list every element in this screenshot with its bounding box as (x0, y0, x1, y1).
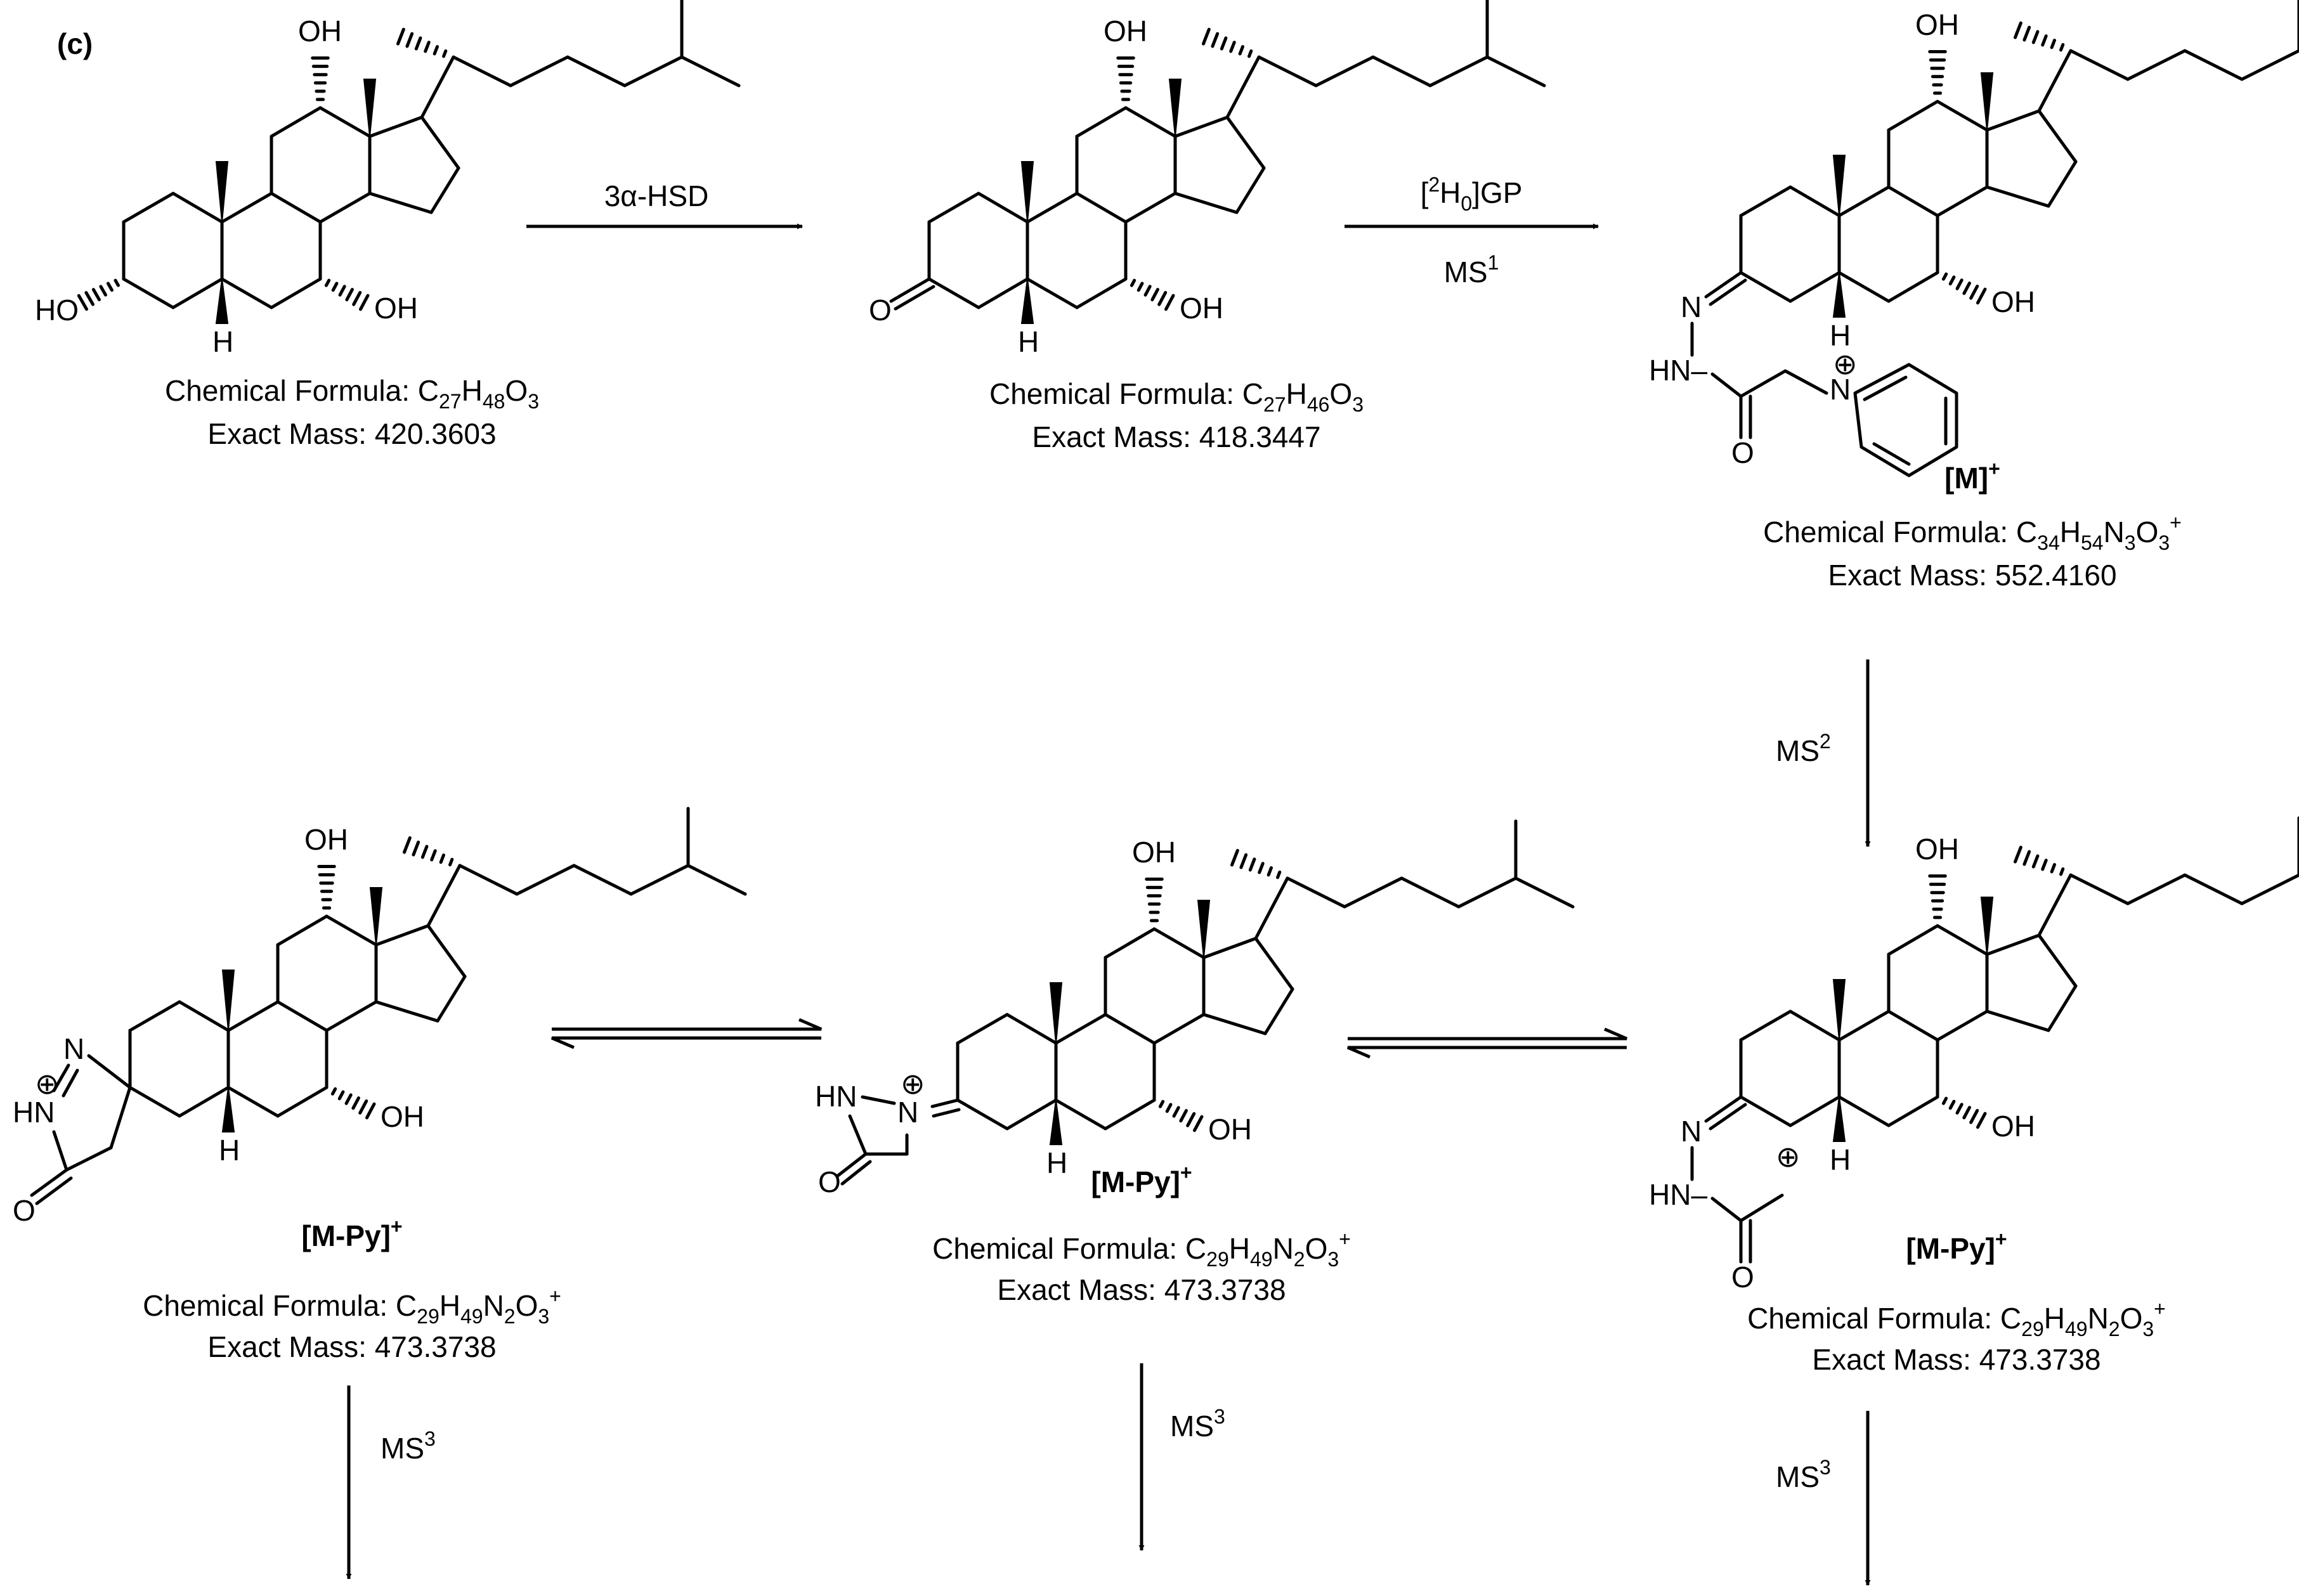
ion-label: [M-Py]+ (301, 1215, 402, 1252)
chemical-formula: Chemical Formula: C29H49N2O3+ (1747, 1297, 2166, 1340)
caption-compound-6: [M-Py]+ Chemical Formula: C29H49N2O3+Exac… (1747, 1228, 2166, 1376)
n-pyridinium: N (1830, 373, 1851, 406)
n-diazetidinone: N (897, 1096, 918, 1129)
h-5beta: H (1830, 319, 1851, 352)
arrow-3a-hsd-label: 3α-HSD (604, 179, 709, 212)
chemical-formula: Chemical Formula: C27H46O3 (989, 377, 1364, 416)
ion-label: [M-Py]+ (1091, 1161, 1192, 1198)
charge-plus: ⊕ (901, 1067, 925, 1100)
caption-compound-4: [M-Py]+ Chemical Formula: C29H49N2O3+Exac… (143, 1215, 561, 1363)
arrow-gp-label: [2H0]GP (1421, 173, 1523, 215)
arrow-ms3-right: MS3 (1776, 1411, 1871, 1586)
exact-mass: Exact Mass: 473.3738 (207, 1330, 496, 1363)
ion-label: [M-Py]+ (1906, 1228, 2007, 1265)
chemical-formula: Chemical Formula: C29H49N2O3+ (932, 1228, 1351, 1271)
oh-7alpha: OH (1991, 285, 2035, 318)
exact-mass: Exact Mass: 418.3447 (1032, 420, 1320, 453)
structure-6-acylium-hydrazone: H OH OH N HN– O ⊕ (1649, 816, 2299, 1294)
oh-12alpha: OH (304, 823, 348, 856)
exact-mass: Exact Mass: 473.3738 (997, 1273, 1286, 1306)
arrow-gp-derivatization: [2H0]GP MS1 (1345, 173, 1599, 289)
oh-7alpha: OH (381, 1100, 424, 1133)
oh-7alpha: OH (1208, 1113, 1252, 1146)
oh-12alpha: OH (1104, 15, 1147, 48)
oh-7alpha: OH (1991, 1110, 2035, 1143)
arrow-ms1-label: MS1 (1444, 251, 1499, 289)
exact-mass: Exact Mass: 473.3738 (1812, 1343, 2100, 1376)
svg-text:MS3: MS3 (381, 1427, 436, 1465)
arrow-3a-hsd: 3α-HSD (526, 179, 803, 230)
oh-12alpha: OH (1915, 8, 1959, 41)
o-ketone: O (869, 294, 892, 327)
n-imine: N (1681, 290, 1702, 323)
charge-plus: ⊕ (35, 1067, 60, 1100)
h-5beta: H (219, 1134, 240, 1167)
exact-mass: Exact Mass: 420.3603 (207, 417, 496, 450)
n-imine: N (1681, 1115, 1702, 1148)
equilibrium-arrow-1 (551, 1018, 822, 1049)
ion-label: [M]+ (1944, 457, 2000, 495)
h-5beta: H (212, 325, 233, 358)
hn-hydrazide: HN– (1649, 1178, 1707, 1211)
oh-7alpha: OH (374, 292, 418, 325)
ho-3alpha: HO (35, 294, 79, 327)
oh-12alpha: OH (1915, 833, 1959, 866)
caption-compound-5: [M-Py]+ Chemical Formula: C29H49N2O3+Exac… (932, 1161, 1351, 1306)
structure-4-spiro-pyrazolone: H OH OH NHN⊕ O (13, 807, 747, 1227)
chemical-formula: Chemical Formula: C27H48O3 (165, 374, 539, 413)
exact-mass: Exact Mass: 552.4160 (1828, 559, 2116, 592)
oh-12alpha: OH (298, 15, 342, 48)
chemical-formula: Chemical Formula: C29H49N2O3+ (143, 1285, 561, 1328)
h-5beta: H (1018, 325, 1039, 358)
oh-7alpha: OH (1180, 292, 1223, 325)
svg-text:MS3: MS3 (1170, 1405, 1225, 1443)
o-carbonyl: O (13, 1194, 36, 1227)
arrow-ms3-middle: MS3 (1138, 1363, 1225, 1551)
charge-plus: ⊕ (1776, 1140, 1801, 1173)
oh-12alpha: OH (1132, 836, 1176, 869)
chemical-formula: Chemical Formula: C34H54N3O3+ (1763, 511, 2182, 554)
hn-diazetidinone: HN (815, 1080, 857, 1113)
o-carbonyl: O (1731, 1261, 1754, 1294)
structure-1-cholestane-triol: H OH OH HO (35, 0, 741, 358)
h-5beta: H (1046, 1146, 1067, 1179)
svg-text:MS3: MS3 (1776, 1456, 1831, 1493)
arrow-ms3-left: MS3 (346, 1385, 436, 1580)
caption-compound-3: [M]+ Chemical Formula: C34H54N3O3+ Exact M… (1763, 457, 2182, 592)
n-pyrazoline: N (63, 1032, 84, 1065)
hn-pyrazoline: HN (13, 1096, 55, 1129)
o-carbonyl: O (818, 1165, 841, 1198)
arrow-ms2-label: MS2 (1776, 730, 1831, 767)
h-5beta: H (1830, 1143, 1851, 1176)
panel-label: (c) (57, 27, 93, 60)
charge-plus: ⊕ (1833, 347, 1858, 380)
equilibrium-arrow-2 (1347, 1027, 1627, 1059)
o-carbonyl: O (1731, 436, 1754, 469)
structure-2-keto-steroid: H OH OH O (869, 0, 1546, 358)
hn-hydrazide: HN– (1649, 354, 1707, 387)
arrow-ms2: MS2 (1776, 659, 1871, 847)
structure-5-diazetidinone: H OH OH N⊕ HN O (815, 819, 1575, 1198)
